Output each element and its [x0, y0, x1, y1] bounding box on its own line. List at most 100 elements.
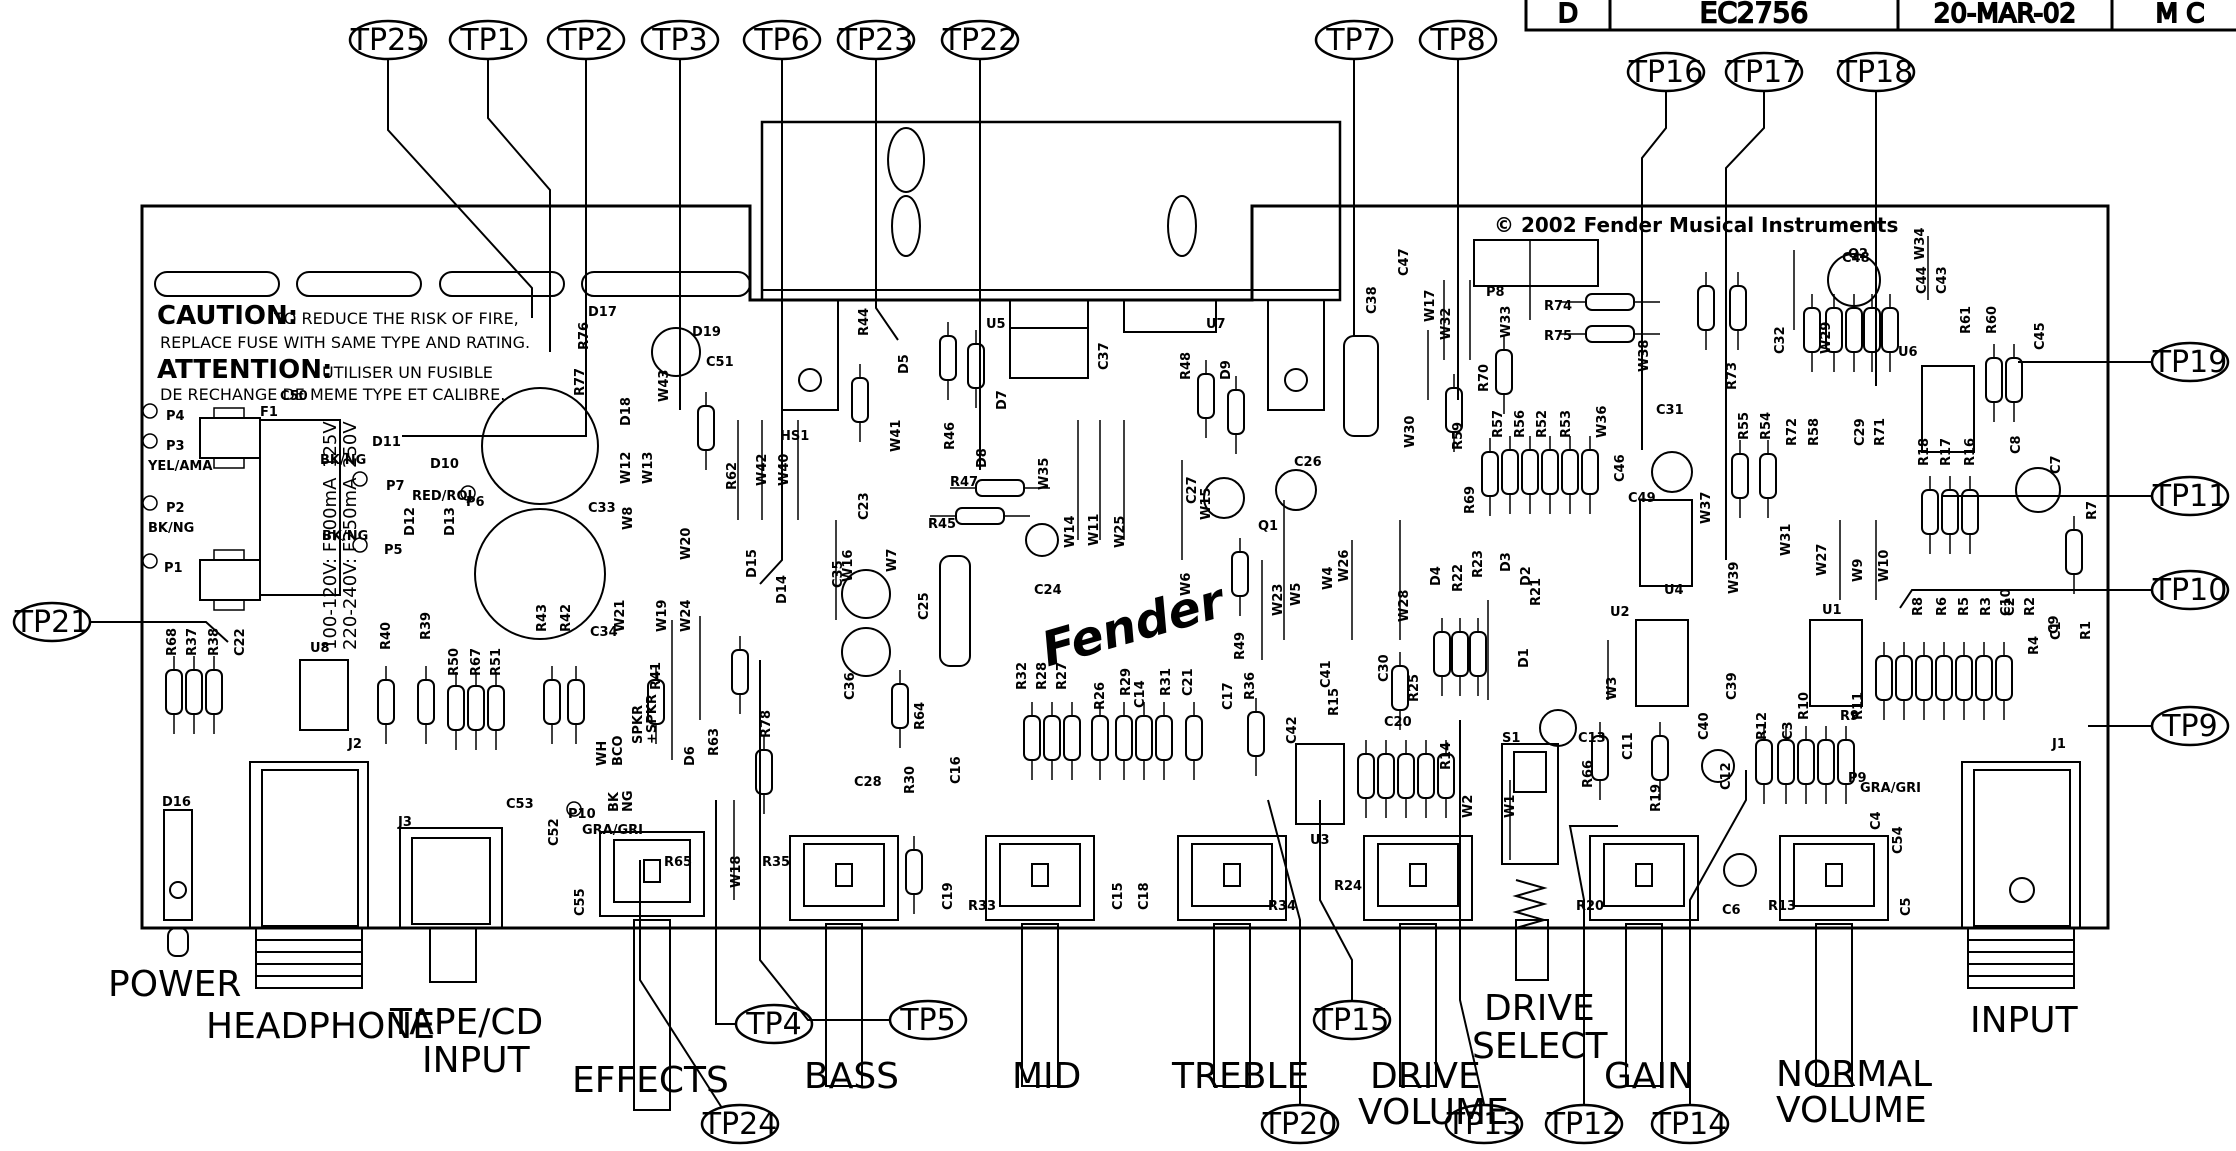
ref-c17: C17 [1221, 682, 1236, 710]
wire-label-6: GRA/GRI [582, 823, 643, 838]
capacitor-c38 [1343, 335, 1379, 437]
svg-text:TP6: TP6 [753, 23, 810, 58]
caution-line1: TO REDUCE THE RISK OF FIRE, [273, 309, 519, 328]
ref-r37: R37 [185, 628, 200, 656]
label-normal-volume-1: NORMAL [1776, 1054, 1932, 1095]
ref-c41: C41 [1319, 660, 1334, 688]
ref-c18: C18 [1137, 882, 1152, 910]
ref-r60: R60 [1985, 306, 2000, 334]
ref-p10: P10 [568, 807, 596, 822]
ref-c21: C21 [1181, 668, 1196, 696]
ref-c13: C13 [1578, 731, 1606, 746]
test-point-tp4: TP4 [715, 800, 814, 1045]
ref-f1: F1 [260, 405, 278, 420]
ref-w33: W33 [1499, 306, 1514, 338]
ref-p9: P9 [1848, 771, 1867, 786]
ic-u5 [1009, 327, 1089, 379]
svg-text:TP14: TP14 [1652, 1107, 1728, 1142]
ref-w38: W38 [1637, 340, 1652, 372]
ref-w7: W7 [885, 549, 900, 572]
ref-r7: R7 [2085, 501, 2100, 520]
ref-r1: R1 [2079, 621, 2094, 640]
svg-text:TP18: TP18 [1838, 55, 1914, 90]
label-drive-volume-1: DRIVE [1370, 1056, 1481, 1097]
ref-r8: R8 [1911, 597, 1926, 616]
ref-u6: U6 [1898, 345, 1918, 360]
pot-drive-volume [1363, 835, 1473, 1087]
ref-w20: W20 [679, 528, 694, 560]
ref-c22: C22 [233, 628, 248, 656]
ref-c20: C20 [1384, 715, 1412, 730]
ref-p2: P2 [166, 501, 185, 516]
revision-initials: M C [2156, 0, 2205, 29]
label-treble: TREBLE [1171, 1056, 1309, 1097]
ref-r36: R36 [1243, 672, 1258, 700]
svg-text:TP22: TP22 [942, 23, 1018, 58]
ref-r74: R74 [1544, 299, 1572, 314]
ref-hs1: HS1 [780, 429, 809, 444]
ref-r46: R46 [943, 422, 958, 450]
wire-label-12: NG [621, 790, 636, 812]
ref-w14: W14 [1063, 516, 1078, 548]
ref-r44: R44 [857, 308, 872, 336]
test-pad-dot-5 [352, 537, 368, 553]
ref-c52: C52 [547, 818, 562, 846]
ref-c37: C37 [1097, 342, 1112, 370]
capacitor-c13 [1539, 709, 1577, 747]
pcb-outline [140, 204, 2110, 930]
ref-d4: D4 [1429, 566, 1444, 586]
ref-r2: R2 [2023, 597, 2038, 616]
test-pad-dot-1 [142, 433, 158, 449]
ref-w3: W3 [1605, 677, 1620, 700]
test-pad-dot-3 [142, 553, 158, 569]
ref-d18: D18 [619, 397, 634, 426]
ref-w35: W35 [1037, 458, 1052, 490]
ref-r71: R71 [1873, 418, 1888, 446]
svg-text:TP5: TP5 [899, 1003, 956, 1038]
wire-label-0: YEL/AMA [147, 459, 212, 474]
ref-w25: W25 [1113, 516, 1128, 548]
ref-w13: W13 [641, 452, 656, 484]
ref-r68: R68 [165, 628, 180, 656]
ref-r52: R52 [1535, 410, 1550, 438]
test-point-tp3: TP3 [640, 19, 720, 410]
ref-r17: R17 [1939, 438, 1954, 466]
ref-d11: D11 [372, 435, 401, 450]
copyright-text: © 2002 Fender Musical Instruments [1494, 213, 1898, 237]
label-effects: EFFECTS [572, 1060, 729, 1101]
ref-c16: C16 [949, 756, 964, 784]
capacitor-c27 [1203, 477, 1245, 519]
ref-c1: C1 [2049, 621, 2064, 640]
capacitor-c51 [651, 327, 701, 377]
fuse-voltage-1: 125V [320, 421, 341, 468]
ref-r59: R59 [1451, 422, 1466, 450]
ref-r12: R12 [1755, 712, 1770, 740]
ref-u3: U3 [1310, 833, 1330, 848]
capacitor-c36 [841, 627, 891, 677]
ref-r24: R24 [1334, 879, 1362, 894]
ref-w24: W24 [679, 600, 694, 632]
ref-c7: C7 [2049, 455, 2064, 474]
test-point-tp23: TP23 [836, 19, 916, 341]
ref-c34: C34 [590, 625, 618, 640]
revision-date: 20-MAR-02 [1934, 0, 2076, 29]
capacitor-c25 [939, 555, 971, 667]
test-point-tp10: TP10 [1899, 569, 2230, 611]
svg-text:TP25: TP25 [350, 23, 426, 58]
ref-r35: R35 [762, 855, 790, 870]
ref-w27: W27 [1815, 544, 1830, 576]
ref-r34: R34 [1268, 899, 1296, 914]
test-point-tp11: TP11 [1942, 475, 2230, 517]
ic-u1 [1809, 619, 1863, 707]
ref-w37: W37 [1699, 492, 1714, 524]
ref-w2: W2 [1461, 795, 1476, 818]
svg-text:TP3: TP3 [651, 23, 708, 58]
ref-r20: R20 [1576, 899, 1604, 914]
ref-w21: W21 [613, 600, 628, 632]
ref-r43: R43 [535, 604, 550, 632]
ref-w43: W43 [657, 370, 672, 402]
capacitor-c35 [841, 569, 891, 619]
ref-w12: W12 [619, 452, 634, 484]
test-pad-dot-4 [352, 471, 368, 487]
ref-r11: R11 [1851, 692, 1866, 720]
